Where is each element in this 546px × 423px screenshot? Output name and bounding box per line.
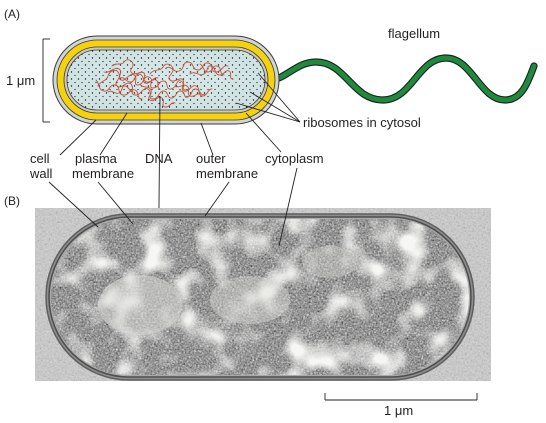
label-flagellum: flagellum [388,26,440,41]
label-outer-line1: outer [196,151,226,166]
bacterium-cross-section [52,35,280,125]
leader-lines-b [48,167,298,247]
dna-nucleoid [95,59,234,108]
scale-label-b: 1 μm [384,403,413,418]
panel-a-label: (A) [4,7,20,21]
label-outer-line2: membrane [196,166,258,181]
panel-b-label: (B) [4,194,20,208]
scale-bar-b [324,393,478,401]
scale-bar-a [42,38,50,123]
label-cell-wall-line2: wall [29,166,53,181]
label-dna: DNA [145,151,173,166]
label-plasma-line1: plasma [75,151,118,166]
electron-micrograph [35,208,491,381]
label-plasma-line2: membrane [72,166,134,181]
label-cytoplasm: cytoplasm [265,151,324,166]
label-cell-wall-line1: cell [30,151,50,166]
label-ribosomes: ribosomes in cytosol [303,115,421,130]
scale-label-a: 1 μm [6,73,35,88]
